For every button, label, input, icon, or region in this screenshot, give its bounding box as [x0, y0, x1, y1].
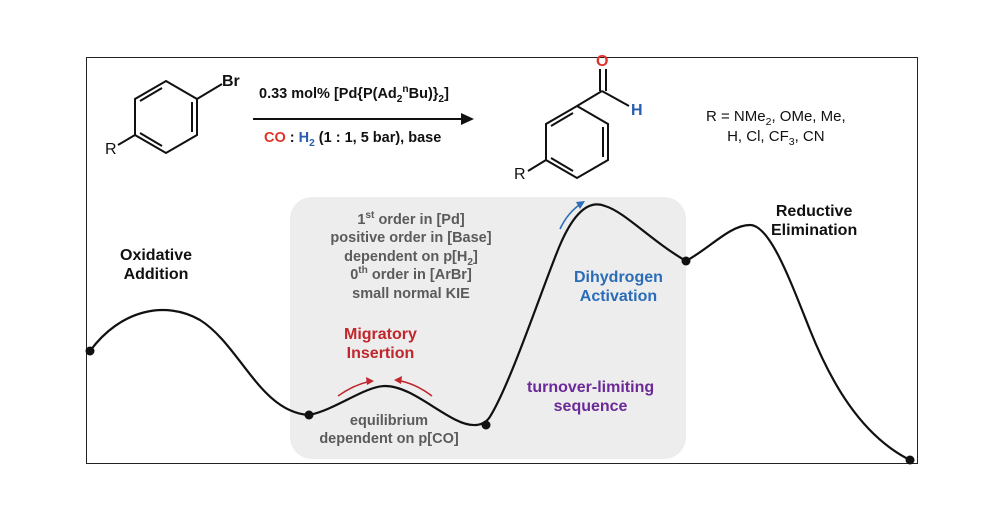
c-br-bond [196, 83, 223, 100]
reaction-arrow [253, 113, 474, 125]
aldehyde-h-label: H [631, 102, 643, 119]
intermediate-dot-1 [304, 410, 314, 420]
oxygen-label: O [596, 53, 609, 70]
intermediate-dot-3 [681, 256, 691, 266]
figure-frame [86, 57, 918, 464]
energy-profile-curve [89, 203, 911, 461]
bromine-label: Br [222, 73, 240, 90]
intermediate-dot-2 [481, 420, 491, 430]
aldehyde-structure [527, 69, 630, 180]
start-point-dot [85, 346, 95, 356]
r-groups-list: R = NMe2, OMe, Me, H, Cl, CF3, CN [706, 108, 846, 149]
aryl-bromide-structure [117, 79, 223, 155]
catalyst-label: 0.33 mol% [Pd{P(Ad2nBu)}2] [259, 84, 449, 105]
end-point-dot [905, 455, 915, 465]
reactant-benzene-ring [134, 79, 198, 155]
kinetics-observations: 1st order in [Pd] positive order in [Bas… [330, 210, 492, 302]
equilibrium-arrows [337, 376, 433, 397]
c-cho-bond [576, 90, 603, 107]
reactant-r-label: R [105, 141, 117, 158]
product-c-r-bond [527, 159, 547, 172]
product-benzene-ring [545, 104, 609, 180]
kinetics-highlight-box [290, 197, 686, 459]
c-r-bond [117, 134, 136, 146]
conditions-label: CO : H2 (1 : 1, 5 bar), base [264, 130, 442, 149]
product-r-label: R [514, 166, 526, 183]
activation-arrow [559, 201, 585, 230]
